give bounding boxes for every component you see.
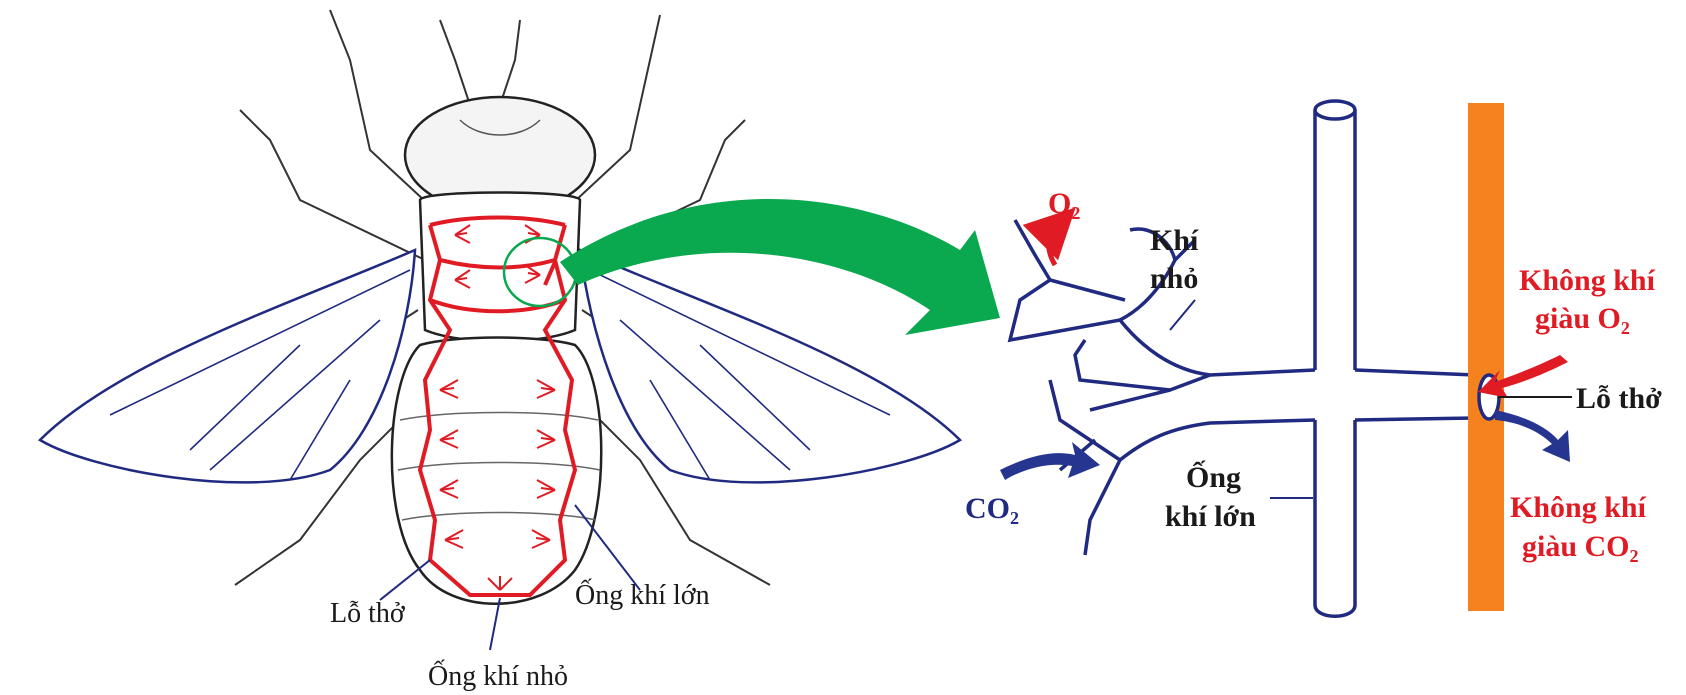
trachea-label-line2: khí lớn xyxy=(1165,500,1256,533)
tracheole-label-line2: nhỏ xyxy=(1150,262,1198,295)
air-in-label-line2: giàu O₂ xyxy=(1535,302,1630,335)
zoom-arrow xyxy=(560,198,1000,335)
o2-label: O₂ xyxy=(1048,187,1080,220)
detail-spiracle-label: Lỗ thở xyxy=(1576,382,1662,415)
insect-illustration: Lỗ thở Ống khí lớn Ống khí nhỏ xyxy=(37,9,963,692)
o2-out-arrow xyxy=(1022,207,1076,267)
air-out-arrow xyxy=(1495,410,1570,462)
insect-tracheoles xyxy=(439,224,556,591)
label-trachea: Ống khí lớn xyxy=(575,579,710,611)
label-spiracle: Lỗ thở xyxy=(330,598,406,629)
air-in-arrow xyxy=(1478,355,1568,398)
tracheal-detail xyxy=(1007,99,1493,618)
label-tracheole: Ống khí nhỏ xyxy=(428,660,568,692)
insect-abdomen xyxy=(390,336,603,605)
body-wall xyxy=(1468,103,1504,611)
air-out-label-line1: Không khí xyxy=(1510,491,1647,524)
co2-label: CO₂ xyxy=(965,492,1019,525)
tracheole-pointer xyxy=(1169,299,1196,331)
insect-wings xyxy=(37,247,963,484)
co2-in-arrow xyxy=(1000,442,1100,480)
trachea-label-line1: Ống xyxy=(1186,460,1241,494)
insect-label-pointers xyxy=(379,504,641,651)
air-in-label-line1: Không khí xyxy=(1519,264,1656,297)
tracheole-label-line1: Khí xyxy=(1150,224,1199,257)
air-out-label-line2: giàu CO₂ xyxy=(1522,530,1639,563)
